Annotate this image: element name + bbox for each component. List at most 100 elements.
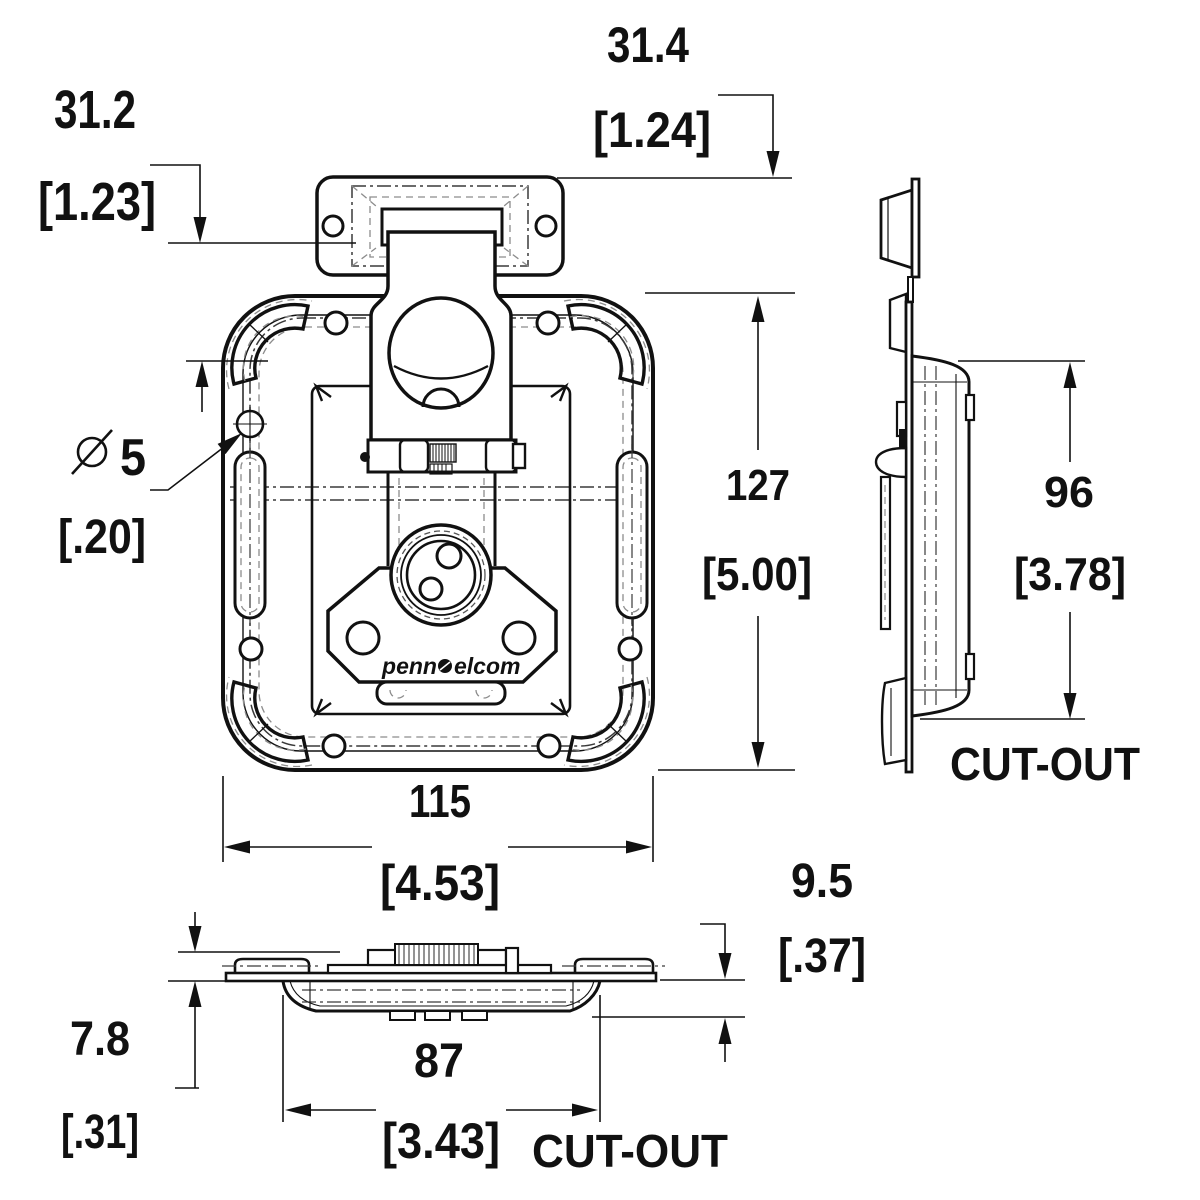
- recess-corner-marks: [313, 382, 569, 718]
- dim-recess-depth-leader: [700, 923, 726, 953]
- dim-overall-width-inch: [4.53]: [380, 855, 500, 911]
- bottom-mech-endcap: [504, 946, 520, 975]
- dim-recess-depth-inch: [.37]: [778, 930, 866, 983]
- strap-hole-bump: [421, 387, 461, 408]
- dimensions: 31.2 [1.23] 31.4 [1.24] 127 [5.00]: [38, 17, 1140, 1177]
- dim-offset-top-arrow-down: [766, 151, 780, 177]
- rivet-hole-bottom-left: [321, 733, 347, 759]
- dim-offset-top-inch: [1.24]: [593, 102, 711, 158]
- brand-logo-ball-swoosh: [439, 661, 451, 671]
- strap-hole-arc: [393, 364, 489, 380]
- dim-overall-width: 115 [4.53]: [222, 775, 654, 911]
- corner-slot-top-right: [565, 302, 646, 387]
- dim-offset-top: 31.4 [1.24]: [557, 17, 792, 179]
- dim-overall-width-mm: 115: [409, 775, 471, 827]
- dim-overall-height-inch: [5.00]: [702, 548, 812, 600]
- brand-logo-part1: penn: [381, 653, 437, 679]
- side-upper-wing: [888, 292, 908, 354]
- side-spring-edge: [899, 429, 906, 451]
- corner-slot-crease-lines: [248, 323, 628, 743]
- hinge-plate: [315, 175, 565, 277]
- dim-cutout-width-arrow-right: [572, 1103, 598, 1117]
- spring-coil: [429, 443, 457, 475]
- bottom-bump-left: [233, 957, 311, 973]
- dim-cutout-width: 87 [3.43] CUT-OUT: [282, 995, 728, 1177]
- dim-protrusion: 7.8 [.31]: [61, 912, 340, 1159]
- dim-hole-diameter-arrow: [217, 433, 242, 455]
- barrel-ring-hidden: [396, 530, 486, 620]
- dim-offset-left-leader: [150, 164, 201, 219]
- dim-cutout-height-mm: 96: [1044, 468, 1094, 517]
- brand-logo-part2: elcom: [454, 653, 520, 679]
- front-view: penn elcom: [221, 175, 655, 772]
- dim-offset-top-mm: 31.4: [607, 17, 689, 73]
- dim-recess-depth: 9.5 [.37]: [592, 855, 866, 1062]
- barrel-hole-lower: [418, 576, 444, 602]
- side-slots: [233, 444, 649, 626]
- bottom-spring-coils: [398, 945, 475, 964]
- dim-cutout-width-arrow-left: [285, 1103, 311, 1117]
- diameter-symbol-icon: [71, 429, 113, 475]
- side-barrel-bump: [874, 446, 908, 479]
- side-dish: [910, 354, 971, 718]
- dim-recess-depth-mm: 9.5: [791, 855, 853, 908]
- hinge-screw-hole-left: [321, 214, 345, 238]
- side-hinge-wing: [879, 188, 914, 270]
- hinge-screw-hole-right: [534, 214, 558, 238]
- side-lower-wing: [880, 676, 908, 766]
- bottom-bump-right: [573, 957, 655, 973]
- dim-overall-height-mm: 127: [726, 461, 790, 510]
- dim-protrusion-inch: [.31]: [61, 1106, 139, 1159]
- dim-cutout-height-inch: [3.78]: [1014, 548, 1126, 600]
- slider-pin: [360, 452, 370, 462]
- dim-cutout-height: 96 [3.78] CUT-OUT: [920, 360, 1140, 790]
- corner-slot-top-left: [230, 302, 311, 387]
- cutout-label-side: CUT-OUT: [950, 738, 1140, 790]
- dim-offset-left-arrow-up: [195, 361, 209, 387]
- dim-offset-top-leader: [718, 94, 774, 151]
- bottom-tab-2: [424, 1010, 451, 1021]
- dim-protrusion-mm: 7.8: [70, 1013, 130, 1066]
- barrel-ring: [400, 534, 482, 616]
- barrel-inner: [405, 539, 477, 611]
- rivet-hole-top-right: [535, 310, 561, 336]
- rivet-hole-top-left: [323, 310, 349, 336]
- dim-overall-height-arrow-down: [751, 742, 765, 768]
- catch-tab: [375, 680, 507, 706]
- slider-end-cap: [511, 442, 527, 470]
- dim-cutout-width-inch: [3.43]: [382, 1113, 500, 1169]
- slider-spring: [360, 438, 527, 566]
- dim-cutout-height-arrow-down: [1063, 693, 1077, 719]
- dim-overall-width-arrow-right: [626, 840, 652, 854]
- dim-overall-height-arrow-up: [751, 296, 765, 322]
- bottom-view: [222, 943, 665, 1021]
- side-tab-upper: [964, 393, 976, 422]
- corner-slot-bottom-left: [230, 679, 311, 764]
- dim-recess-depth-arrow-down: [718, 953, 732, 979]
- dim-protrusion-arrow-down: [188, 926, 202, 952]
- dim-recess-depth-arrow-up: [718, 1018, 732, 1044]
- dim-offset-left-inch: [1.23]: [38, 172, 156, 232]
- catch-tab-hidden-left: [389, 689, 407, 699]
- side-hinge-plate-edge: [910, 177, 921, 279]
- dim-overall-height: 127 [5.00]: [645, 292, 812, 771]
- catch-hole-right: [501, 620, 537, 656]
- latch-strap: [369, 230, 513, 442]
- rivet-hole-bottom-right: [536, 733, 562, 759]
- dim-hole-diameter-mm: 5: [120, 429, 146, 487]
- bottom-dish-inner: [289, 980, 595, 1007]
- barrel: [389, 523, 493, 627]
- rivet-holes: [238, 310, 643, 759]
- dim-offset-left: 31.2 [1.23]: [38, 80, 356, 412]
- catch-tab-hidden-right: [475, 689, 493, 699]
- rivet-hole-mid-right: [617, 636, 643, 662]
- rivet-hole-mid-left: [238, 636, 264, 662]
- brand-logo: penn elcom: [381, 653, 520, 679]
- dim-hole-diameter-leader: [150, 446, 225, 491]
- bottom-tab-1: [389, 1010, 416, 1021]
- dim-offset-left-arrow-down: [193, 217, 207, 243]
- corner-slots: [225, 298, 651, 768]
- dim-cutout-width-mm: 87: [414, 1035, 464, 1088]
- hinge-corner-chamfers: [351, 185, 529, 267]
